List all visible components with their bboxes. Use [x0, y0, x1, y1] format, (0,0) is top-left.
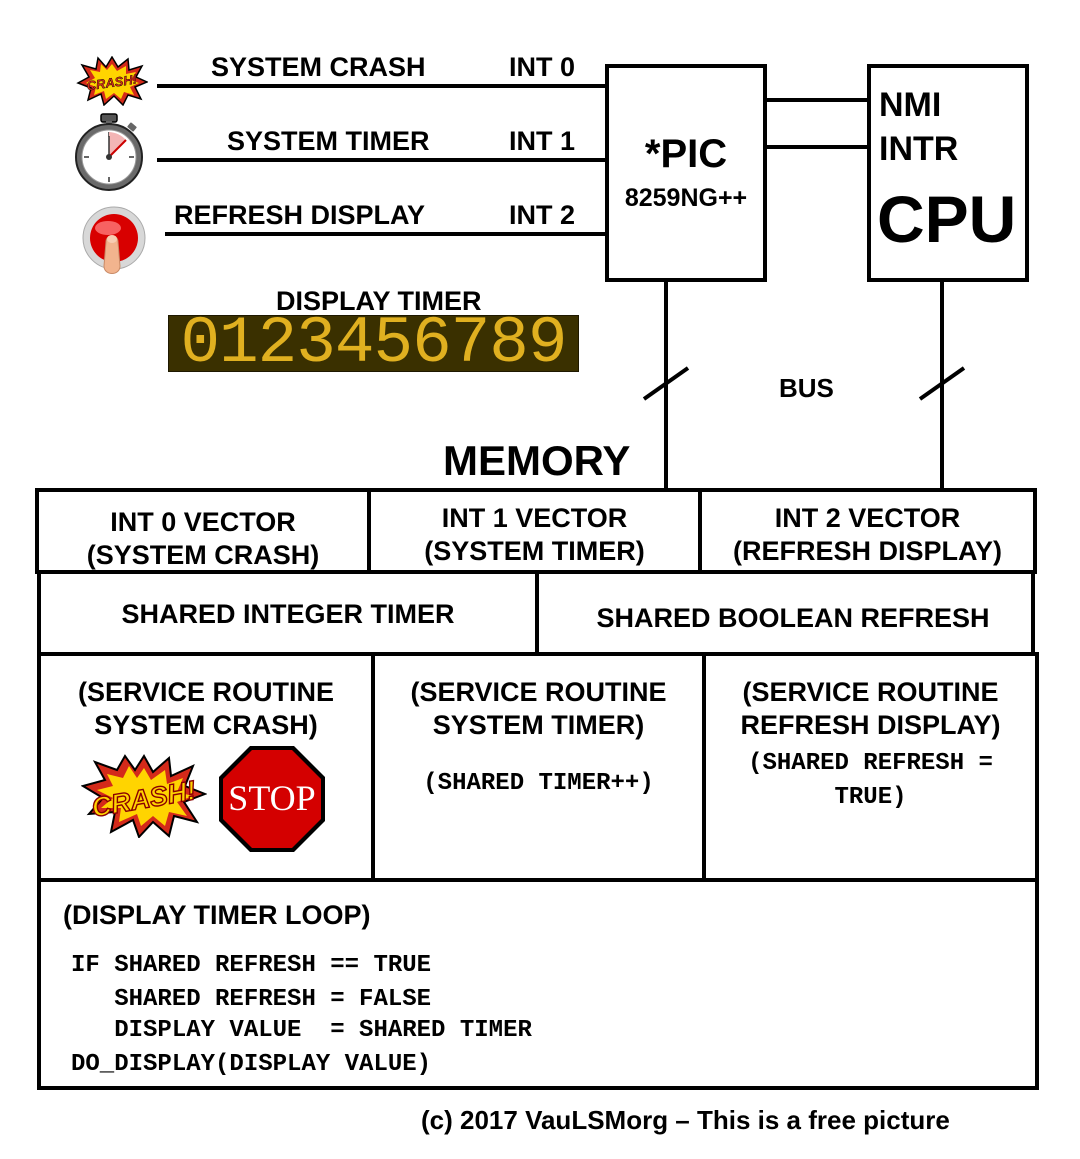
pic-model: 8259NG++: [624, 184, 748, 212]
red-push-button-icon: [80, 206, 148, 282]
interrupt-number-int1: INT 1: [509, 126, 576, 156]
crash-comic-icon: CRASH!: [81, 754, 207, 838]
display-timer-loop-cell: (DISPLAY TIMER LOOP) IF SHARED REFRESH =…: [37, 878, 1039, 1090]
interrupt-number-int0: INT 0: [509, 52, 576, 82]
cpu-nmi-pin: NMI: [879, 86, 942, 124]
pic-cpu-nmi-line: [766, 98, 869, 102]
cpu-bus-line: [940, 282, 944, 490]
crash-icon-text: CRASH!: [86, 71, 139, 93]
int0-vector-cell: INT 0 VECTOR (SYSTEM CRASH): [35, 488, 371, 574]
bus-slash-marks: [630, 360, 970, 410]
service-routine-crash-line2: SYSTEM CRASH): [94, 710, 318, 740]
service-routine-refresh-line2: REFRESH DISPLAY): [740, 710, 1001, 740]
shared-boolean-refresh-label: SHARED BOOLEAN REFRESH: [596, 603, 990, 633]
int2-vector-line2: (REFRESH DISPLAY): [732, 536, 1003, 566]
shared-integer-timer-cell: SHARED INTEGER TIMER: [37, 570, 539, 656]
int0-vector-line2: (SYSTEM CRASH): [86, 540, 320, 570]
copyright-footer: (c) 2017 VauLSMorg – This is a free pict…: [421, 1105, 950, 1135]
service-routine-timer-line2: SYSTEM TIMER): [432, 710, 645, 740]
loop-code-line-2: SHARED REFRESH = FALSE: [71, 986, 432, 1013]
shared-boolean-refresh-cell: SHARED BOOLEAN REFRESH: [535, 570, 1035, 656]
shared-integer-timer-label: SHARED INTEGER TIMER: [121, 599, 455, 629]
loop-code-line-3: DISPLAY VALUE = SHARED TIMER: [71, 1017, 532, 1044]
led-display-panel: 0123456789: [168, 306, 579, 381]
loop-code-line-1: IF SHARED REFRESH == TRUE: [71, 952, 432, 979]
cpu-title: CPU: [877, 182, 1017, 256]
crash-burst-icon: CRASH!: [76, 56, 148, 106]
service-routine-refresh-code2: TRUE): [834, 784, 907, 811]
int0-signal-line: [157, 84, 607, 88]
int2-signal-line: [165, 232, 607, 236]
display-timer-label: DISPLAY TIMER: [276, 286, 482, 316]
stop-sign-icon: STOP: [217, 744, 327, 854]
int1-signal-line: [157, 158, 607, 162]
int1-vector-cell: INT 1 VECTOR (SYSTEM TIMER): [367, 488, 702, 574]
service-routine-refresh-code1: (SHARED REFRESH =: [748, 750, 993, 777]
int2-vector-line1: INT 2 VECTOR: [774, 503, 961, 533]
led-display-digits: 0123456789: [180, 306, 567, 381]
interrupt-label-system-timer: SYSTEM TIMER: [227, 126, 430, 156]
int1-vector-line1: INT 1 VECTOR: [441, 503, 628, 533]
service-routine-timer-code: (SHARED TIMER++): [423, 770, 654, 797]
pic-bus-line: [664, 282, 668, 490]
display-timer-loop-title: (DISPLAY TIMER LOOP): [63, 900, 371, 930]
pic-cpu-intr-line: [766, 145, 869, 149]
pic-title: *PIC: [644, 132, 728, 176]
bus-label: BUS: [779, 373, 834, 403]
interrupt-label-refresh-display: REFRESH DISPLAY: [174, 200, 426, 230]
stop-sign-text: STOP: [228, 778, 315, 818]
cpu-intr-pin: INTR: [879, 130, 959, 168]
pic-chip: *PIC 8259NG++: [605, 64, 767, 282]
memory-title: MEMORY: [443, 437, 631, 484]
int2-vector-cell: INT 2 VECTOR (REFRESH DISPLAY): [698, 488, 1037, 574]
cpu-chip: NMI INTR CPU: [867, 64, 1029, 282]
loop-code-line-4: DO_DISPLAY(DISPLAY VALUE): [71, 1051, 432, 1078]
service-routine-refresh-line1: (SERVICE ROUTINE: [742, 677, 999, 707]
service-routine-timer-cell: (SERVICE ROUTINE SYSTEM TIMER) (SHARED T…: [371, 652, 706, 882]
int0-vector-line1: INT 0 VECTOR: [110, 507, 296, 537]
interrupt-label-system-crash: SYSTEM CRASH: [211, 52, 426, 82]
stopwatch-icon: [70, 112, 148, 192]
service-routine-timer-line1: (SERVICE ROUTINE: [410, 677, 667, 707]
int1-vector-line2: (SYSTEM TIMER): [424, 536, 645, 566]
service-routine-crash-cell: (SERVICE ROUTINE SYSTEM CRASH) CRASH! ST…: [37, 652, 375, 882]
interrupt-number-int2: INT 2: [509, 200, 576, 230]
service-routine-crash-line1: (SERVICE ROUTINE: [77, 677, 335, 707]
service-routine-refresh-cell: (SERVICE ROUTINE REFRESH DISPLAY) (SHARE…: [702, 652, 1039, 882]
